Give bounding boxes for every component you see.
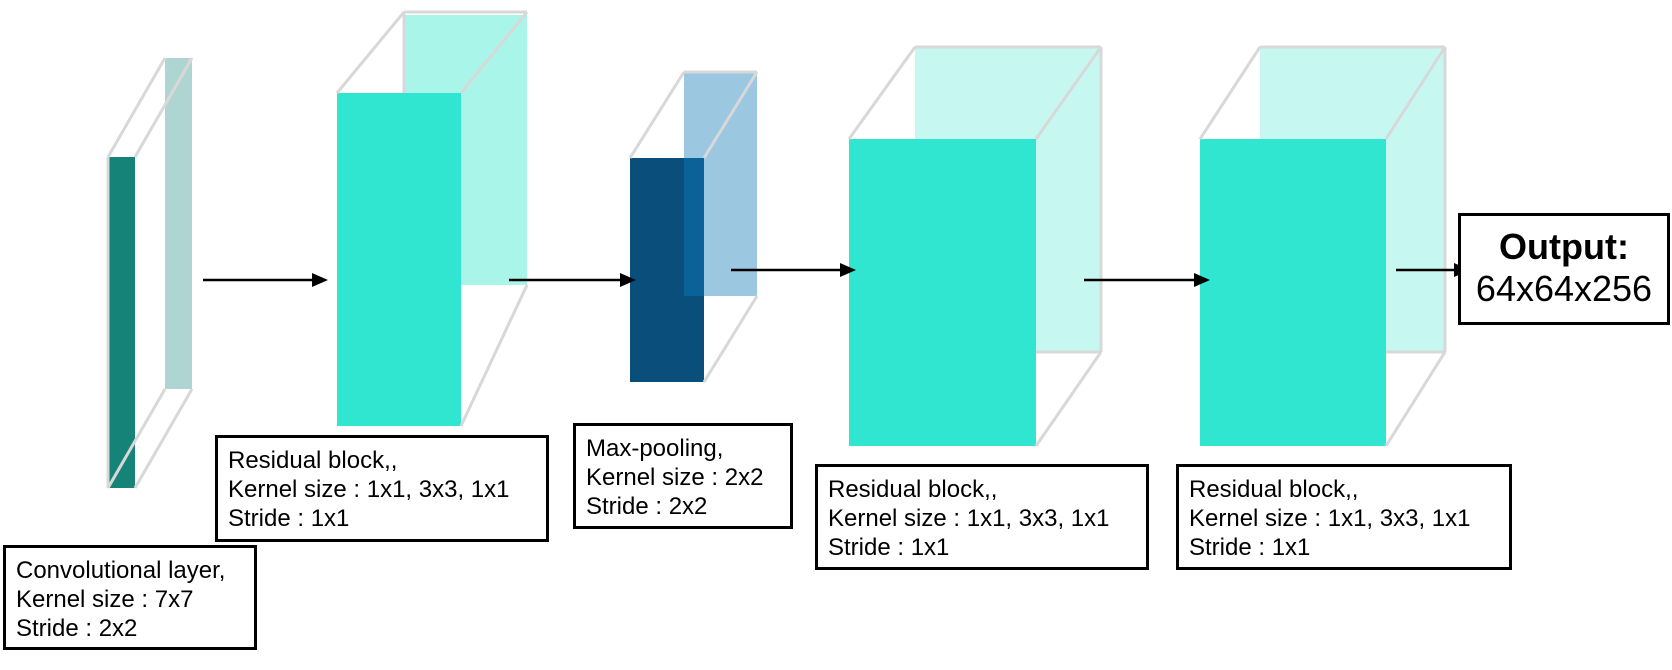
conv-label-title: Convolutional layer,: [16, 557, 226, 584]
residual-block-2: [847, 45, 1103, 447]
residual3-label-title: Residual block,,: [1189, 476, 1359, 503]
maxpool-label-title: Max-pooling,: [586, 435, 724, 462]
maxpool-label-box: Max-pooling, Kernel size : 2x2 Stride : …: [573, 423, 793, 529]
maxpool-edges: [628, 70, 759, 383]
residual2-label-stride: Stride : 1x1: [828, 534, 950, 561]
residual2-front-face: [849, 139, 1036, 446]
conv-label-box: Convolutional layer, Kernel size : 7x7 S…: [3, 545, 257, 650]
residual3-label-kernel: Kernel size : 1x1, 3x3, 1x1: [1189, 505, 1471, 532]
arrow-conv-to-residual1: [203, 273, 328, 287]
conv-back-face: [165, 58, 192, 389]
residual2-label-title: Residual block,,: [828, 476, 998, 503]
residual-block-1: [335, 10, 529, 427]
residual1-label-title: Residual block,,: [228, 447, 398, 474]
output-box: Output: 64x64x256: [1458, 213, 1670, 325]
residual1-edges: [335, 10, 529, 427]
output-title: Output:: [1499, 226, 1629, 267]
conv-edges: [106, 57, 194, 489]
residual-block-3: [1198, 45, 1447, 447]
residual2-label-box: Residual block,, Kernel size : 1x1, 3x3,…: [815, 464, 1149, 570]
residual1-label-kernel: Kernel size : 1x1, 3x3, 1x1: [228, 476, 510, 503]
residual2-label-kernel: Kernel size : 1x1, 3x3, 1x1: [828, 505, 1110, 532]
residual1-front-face: [337, 93, 461, 426]
maxpool-block: [628, 70, 759, 383]
arrow-residual1-to-maxpool: [509, 273, 636, 287]
arrow-residual2-to-residual3: [1084, 273, 1210, 287]
conv-layer-block: [106, 57, 194, 489]
residual1-label-box: Residual block,, Kernel size : 1x1, 3x3,…: [215, 435, 549, 542]
arrow-maxpool-to-residual2: [731, 263, 856, 277]
flow-arrows: [203, 263, 1470, 287]
residual2-edges: [847, 45, 1103, 447]
output-shape: 64x64x256: [1475, 268, 1653, 309]
maxpool-overlap: [684, 158, 704, 296]
residual3-front-face: [1200, 139, 1386, 446]
maxpool-label-stride: Stride : 2x2: [586, 493, 708, 520]
conv-label-stride: Stride : 2x2: [16, 615, 138, 642]
residual3-label-stride: Stride : 1x1: [1189, 534, 1311, 561]
residual3-edges: [1198, 45, 1447, 447]
maxpool-label-kernel: Kernel size : 2x2: [586, 464, 764, 491]
residual3-label-box: Residual block,, Kernel size : 1x1, 3x3,…: [1176, 464, 1512, 570]
conv-front-face: [108, 157, 135, 488]
conv-label-kernel: Kernel size : 7x7: [16, 586, 194, 613]
residual1-label-stride: Stride : 1x1: [228, 505, 350, 532]
